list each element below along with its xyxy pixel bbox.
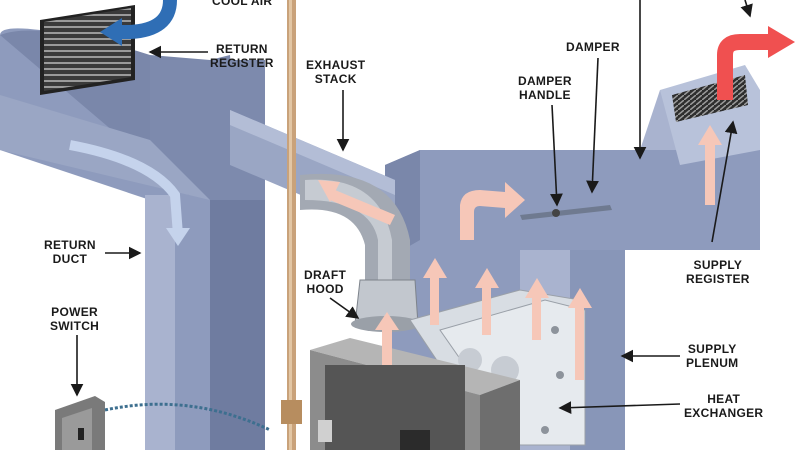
damper-text: DAMPER: [566, 40, 620, 54]
damper: [520, 205, 612, 220]
return-flow-arrowhead: [166, 228, 190, 246]
power-switch-line-2: SWITCH: [50, 319, 100, 333]
supply-register-line-1: SUPPLY: [693, 258, 743, 272]
return-register: [40, 5, 135, 95]
hot-air-arrow: [717, 26, 795, 100]
power-switch: [55, 396, 105, 450]
supply-plenum-line-2: PLENUM: [686, 356, 739, 370]
return-register-line-2: REGISTER: [210, 56, 274, 70]
label-damper-handle: DAMPER HANDLE: [518, 74, 572, 102]
cool-air-arrow: [100, 0, 177, 46]
furnace-cabinet: [310, 338, 520, 450]
draft-hood-line-2: HOOD: [306, 282, 344, 296]
damper-handle-line-2: HANDLE: [519, 88, 571, 102]
power-cable: [104, 402, 271, 432]
label-cool-air: COOL AIR: [212, 0, 272, 8]
label-supply-register: SUPPLY REGISTER: [686, 258, 750, 286]
return-duct-line-1: RETURN: [44, 238, 96, 252]
draft-hood-line-1: DRAFT: [304, 268, 347, 282]
supply-plenum-line-1: SUPPLY: [687, 342, 737, 356]
supply-register-line-2: REGISTER: [686, 272, 750, 286]
label-heat-exchanger: HEAT EXCHANGER: [684, 392, 763, 420]
return-duct-line-2: DUCT: [52, 252, 88, 266]
return-duct: [0, 28, 265, 450]
label-return-duct: RETURN DUCT: [44, 238, 96, 266]
label-damper: DAMPER: [566, 40, 620, 54]
heat-exchanger-line-1: HEAT: [707, 392, 741, 406]
exhaust-stack-line-2: STACK: [314, 72, 357, 86]
label-return-register: RETURN REGISTER: [210, 42, 274, 70]
return-register-line-1: RETURN: [215, 42, 268, 56]
label-power-switch: POWER SWITCH: [50, 305, 99, 333]
power-switch-line-1: POWER: [51, 305, 98, 319]
leader-lines: [70, 0, 753, 415]
gas-pipe: [281, 0, 302, 450]
warm-air-flow: [318, 125, 722, 380]
heat-exchanger-line-2: EXCHANGER: [684, 406, 764, 420]
damper-handle-line-1: DAMPER: [518, 74, 572, 88]
return-flow-arrow: [69, 140, 183, 236]
label-supply-plenum: SUPPLY PLENUM: [686, 342, 738, 370]
cool-air-text: COOL AIR: [212, 0, 273, 8]
exhaust-stack-line-1: EXHAUST: [306, 58, 366, 72]
label-exhaust-stack: EXHAUST STACK: [306, 58, 365, 86]
label-draft-hood: DRAFT HOOD: [304, 268, 346, 296]
